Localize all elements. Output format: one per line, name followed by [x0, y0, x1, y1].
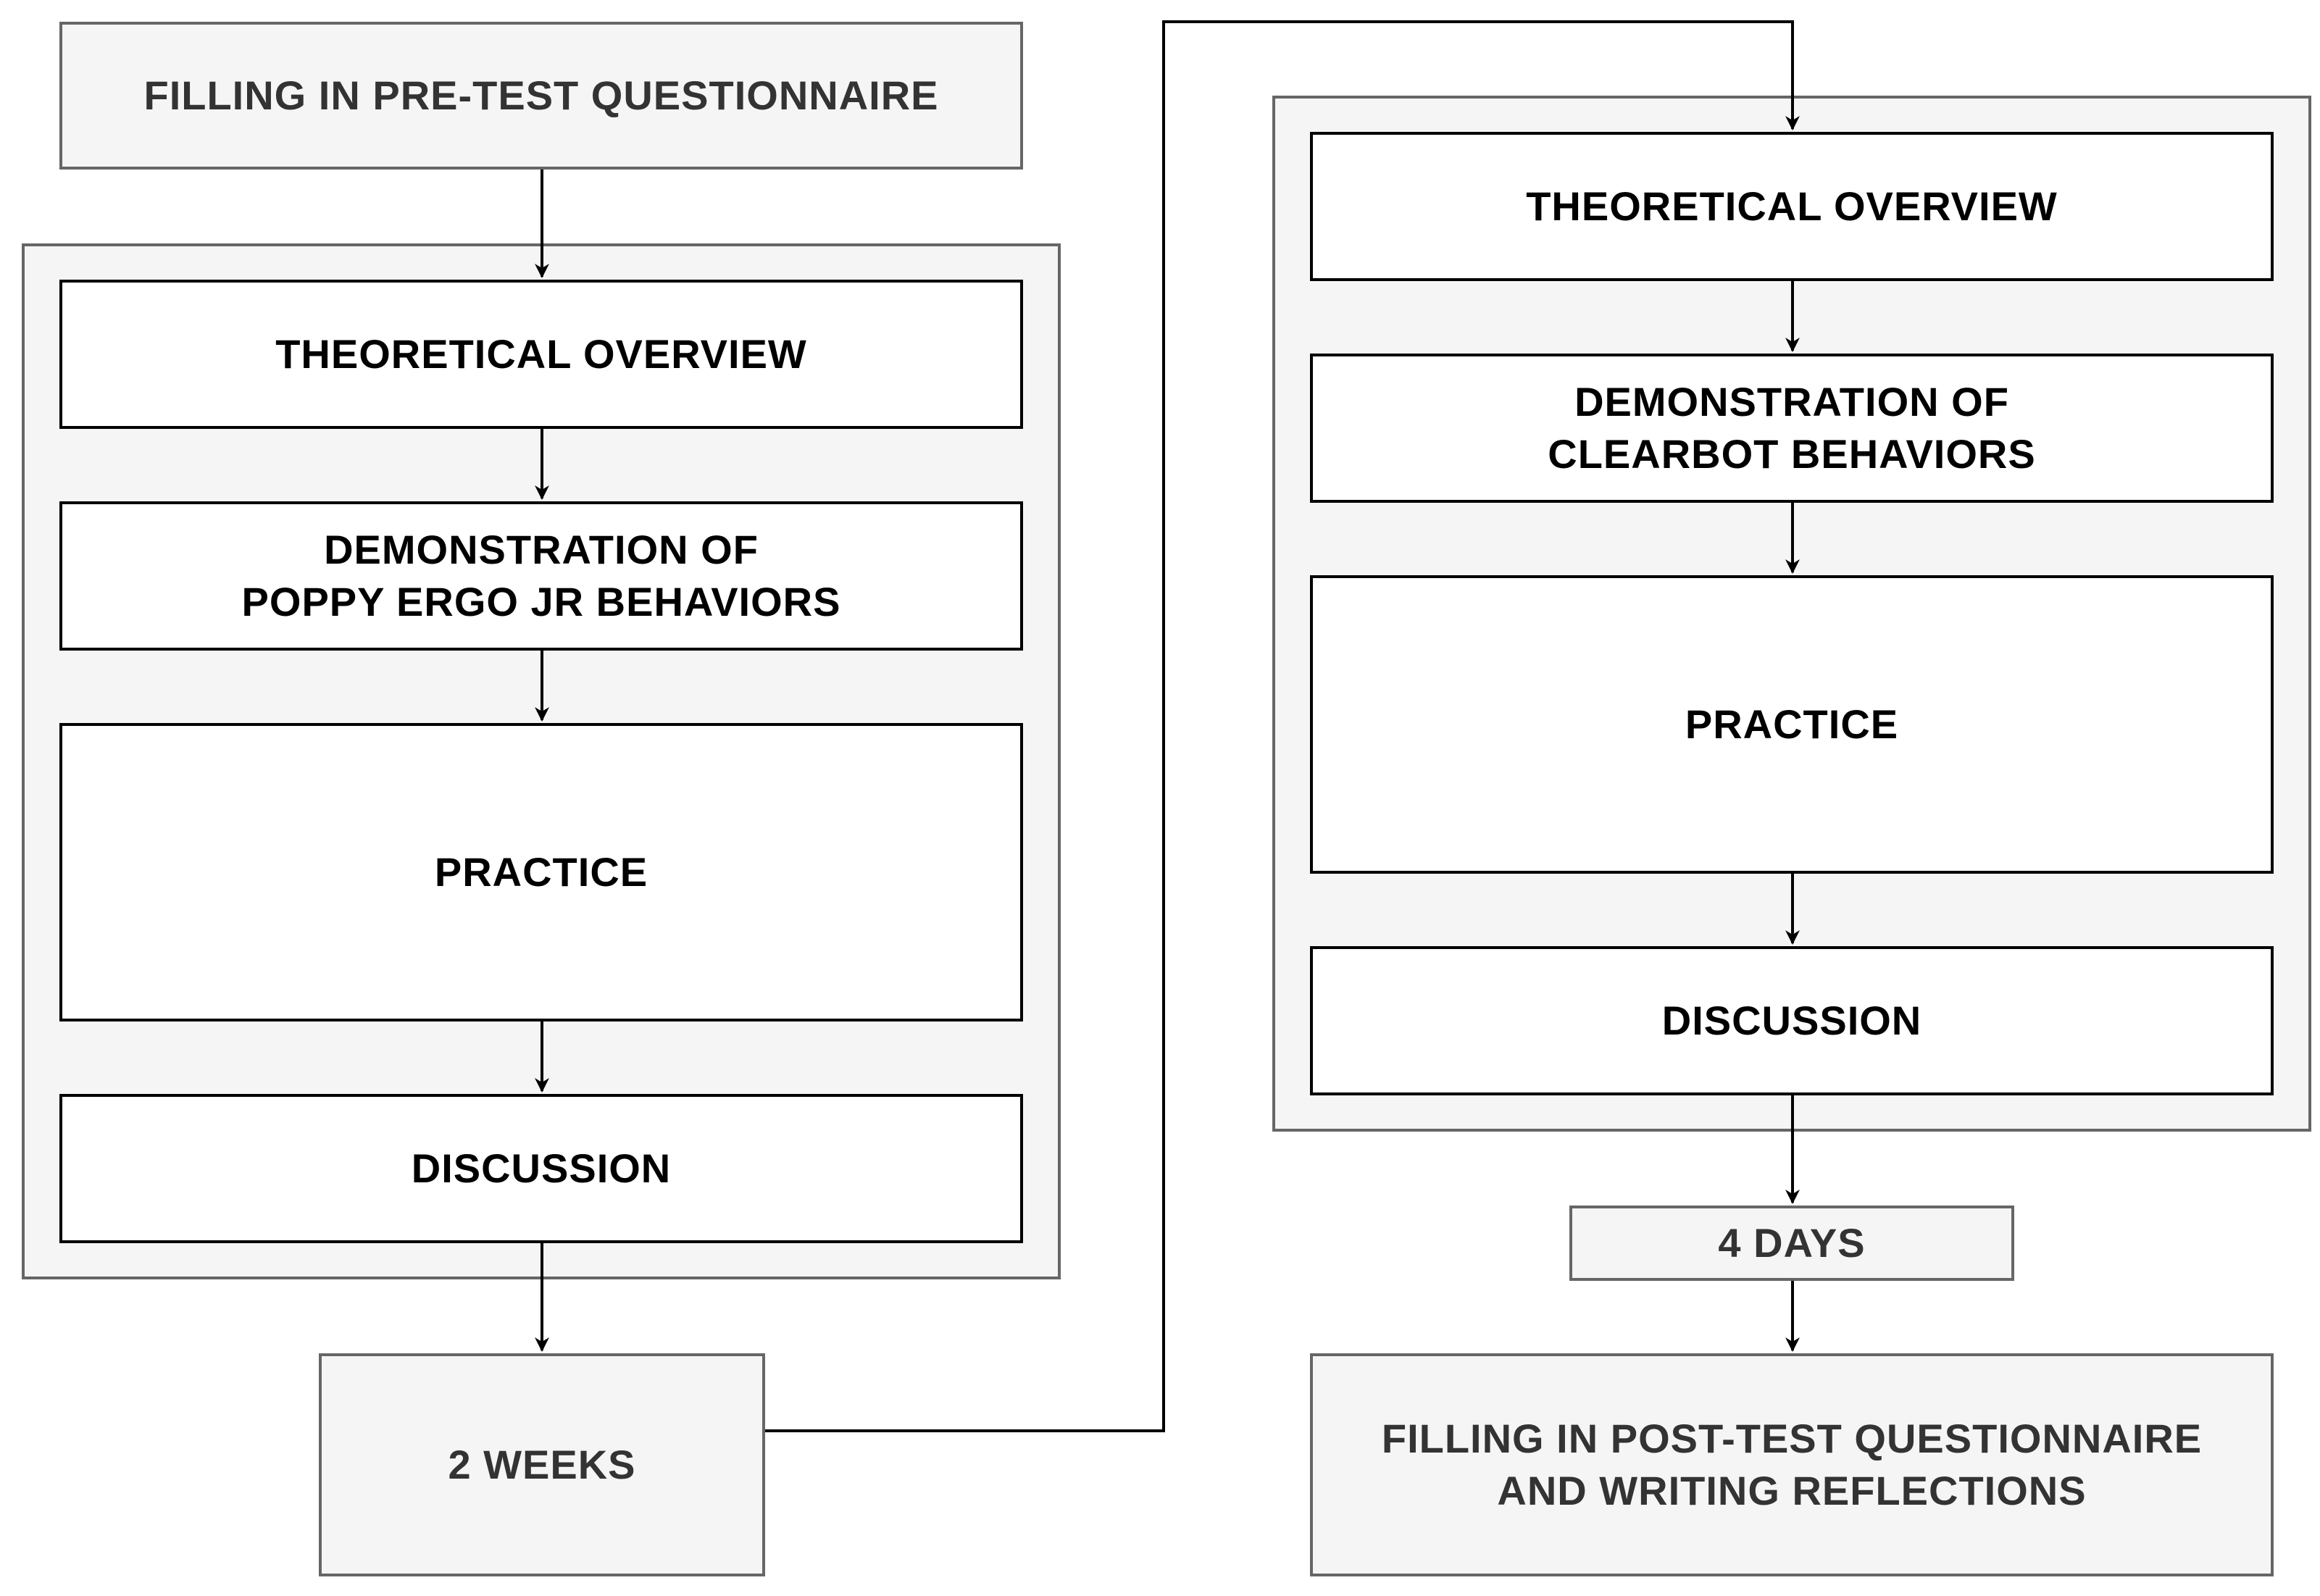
session1-demo-line1: DEMONSTRATION OF	[324, 527, 759, 572]
session2-demo-line1: DEMONSTRATION OF	[1574, 379, 2009, 425]
pretest-box: FILLING IN PRE-TEST QUESTIONNAIRE	[59, 22, 1023, 170]
gap2-box: 4 DAYS	[1569, 1206, 2014, 1281]
session2-demo-box: DEMONSTRATION OF CLEARBOT BEHAVIORS	[1310, 354, 2274, 503]
session2-demo-line2: CLEARBOT BEHAVIORS	[1548, 431, 2036, 477]
session1-practice-box: PRACTICE	[59, 723, 1023, 1021]
gap1-box: 2 WEEKS	[319, 1353, 765, 1576]
posttest-line2: AND WRITING REFLECTIONS	[1497, 1468, 2087, 1513]
session1-discussion-label: DISCUSSION	[411, 1145, 672, 1191]
gap1-label: 2 WEEKS	[448, 1442, 636, 1487]
session2-overview-box: THEORETICAL OVERVIEW	[1310, 132, 2274, 281]
session1-overview-box: THEORETICAL OVERVIEW	[59, 280, 1023, 429]
session1-discussion-box: DISCUSSION	[59, 1094, 1023, 1243]
session1-demo-box: DEMONSTRATION OF POPPY ERGO JR BEHAVIORS	[59, 501, 1023, 651]
session2-overview-label: THEORETICAL OVERVIEW	[1526, 183, 2058, 229]
pretest-label: FILLING IN PRE-TEST QUESTIONNAIRE	[143, 72, 939, 118]
session2-practice-label: PRACTICE	[1685, 701, 1899, 747]
session2-discussion-box: DISCUSSION	[1310, 946, 2274, 1095]
posttest-box: FILLING IN POST-TEST QUESTIONNAIRE AND W…	[1310, 1353, 2274, 1576]
session1-overview-label: THEORETICAL OVERVIEW	[275, 331, 807, 377]
gap2-label: 4 DAYS	[1718, 1220, 1866, 1266]
session2-discussion-label: DISCUSSION	[1661, 998, 1922, 1043]
session2-practice-box: PRACTICE	[1310, 575, 2274, 874]
session1-practice-label: PRACTICE	[434, 849, 648, 895]
posttest-line1: FILLING IN POST-TEST QUESTIONNAIRE	[1381, 1416, 2203, 1461]
session1-demo-line2: POPPY ERGO JR BEHAVIORS	[241, 579, 841, 624]
